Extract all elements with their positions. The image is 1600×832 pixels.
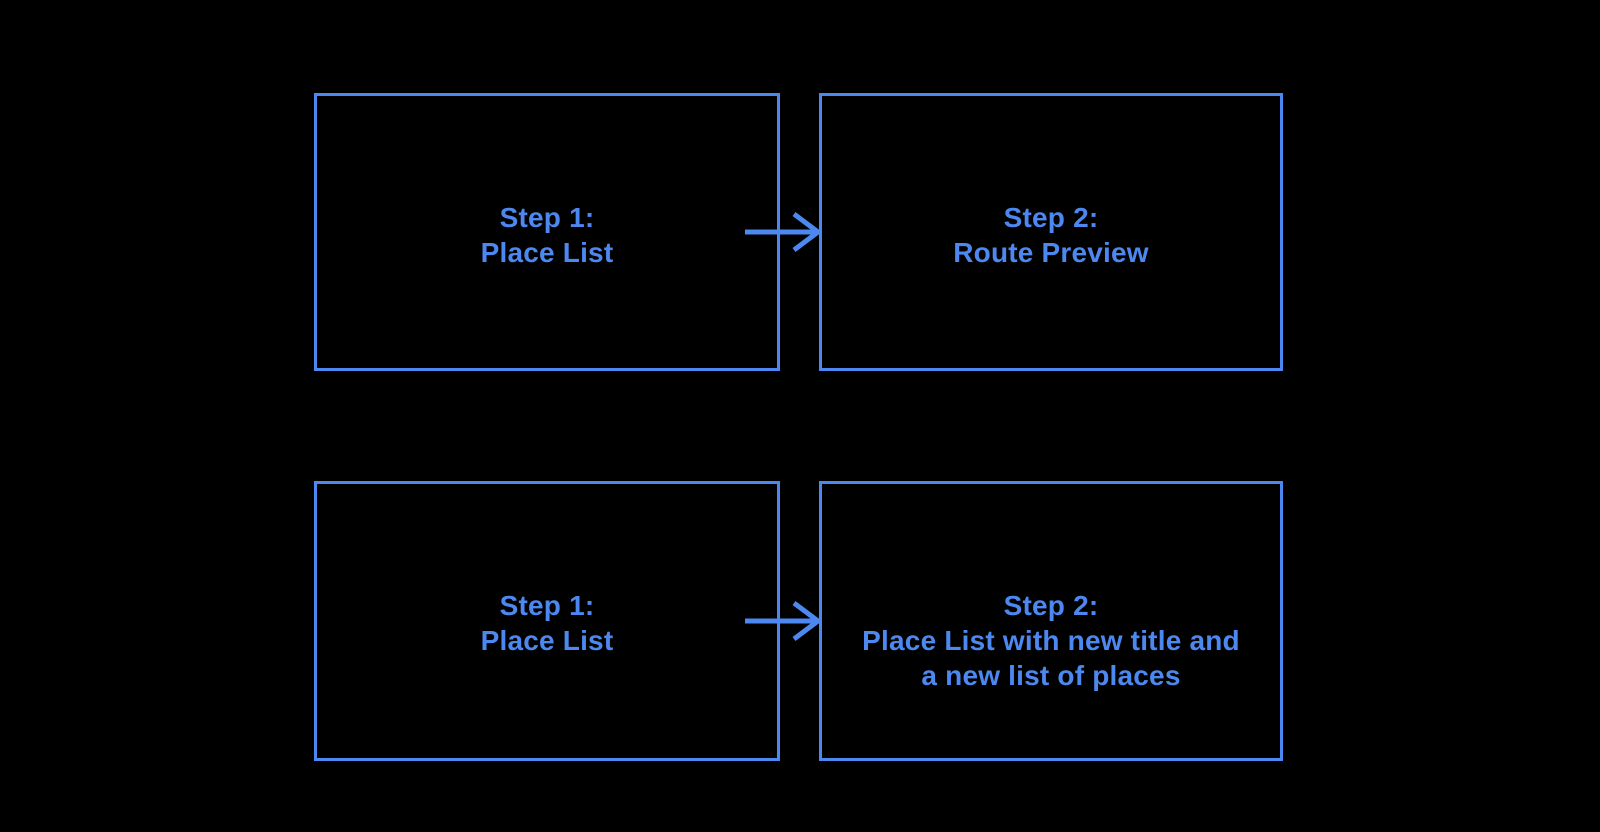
- flow2-step2-box: Step 2: Place List with new title and a …: [819, 481, 1283, 761]
- flow1-step2-label: Step 2: Route Preview: [822, 200, 1280, 270]
- flow1-step1-box: Step 1: Place List: [314, 93, 780, 371]
- flow1-step2-box: Step 2: Route Preview: [819, 93, 1283, 371]
- label-line: Place List: [480, 625, 614, 656]
- label-line: a new list of places: [921, 660, 1181, 691]
- arrow-right-icon: [745, 601, 820, 641]
- flow2-step1-label: Step 1: Place List: [317, 588, 777, 658]
- label-line: Place List: [480, 237, 614, 268]
- flow1-step1-label: Step 1: Place List: [317, 200, 777, 270]
- label-line: Place List with new title and: [862, 625, 1240, 656]
- label-line: Step 1:: [499, 590, 595, 621]
- flow2-step2-label: Step 2: Place List with new title and a …: [822, 588, 1280, 693]
- label-line: Step 2:: [1003, 202, 1099, 233]
- label-line: Route Preview: [953, 237, 1149, 268]
- label-line: Step 2:: [1003, 590, 1099, 621]
- label-line: Step 1:: [499, 202, 595, 233]
- flow2-step1-box: Step 1: Place List: [314, 481, 780, 761]
- arrow-right-icon: [745, 212, 820, 252]
